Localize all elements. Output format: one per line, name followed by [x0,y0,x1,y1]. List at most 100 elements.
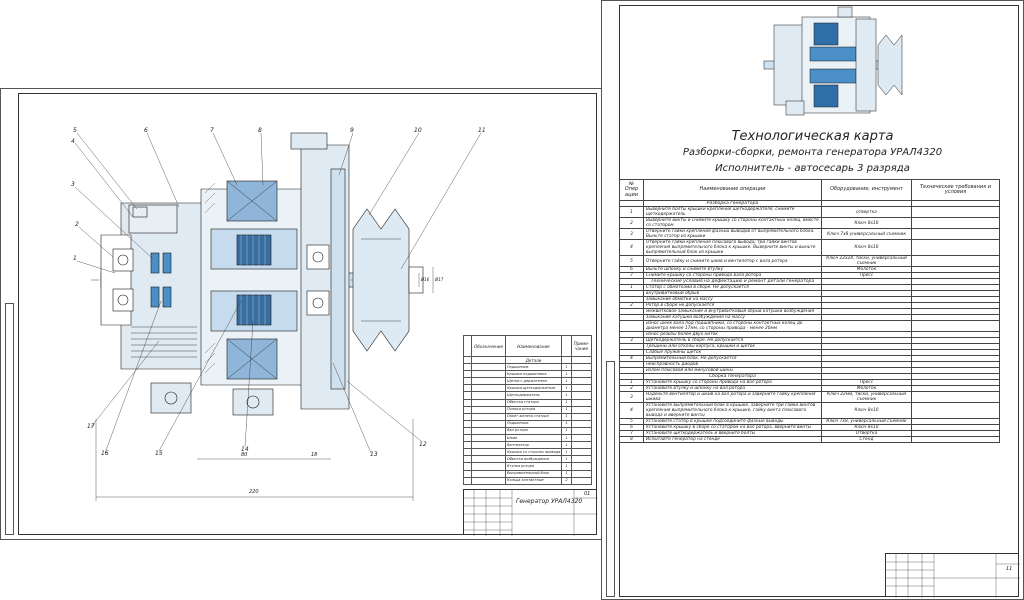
spec-item-name: Подшипник [505,419,562,428]
spec-pos [463,391,472,400]
dimension-label: Ø17 [435,277,444,282]
col-head-number: № Опер ации [619,179,644,201]
drawing-title-block: Генератор УРАЛ4320 01 [463,489,598,536]
spec-note [571,462,592,471]
spec-designation [471,441,506,450]
tech-card-sheet-number: 11 [1006,566,1013,572]
equipment-text: отвертка [821,206,912,218]
drawing-sheet-number: 01 [584,491,591,497]
spec-pos [463,377,472,386]
spec-note [571,391,592,400]
requirements-cell [911,320,1000,332]
spec-qty: 1 [561,455,572,464]
spec-pos [463,469,472,478]
spec-pos [463,426,472,436]
spec-note [571,412,592,421]
spec-qty: 1 [561,426,572,436]
tech-card-title: Технологическая карта [731,129,894,144]
dimension-label: 18 [311,452,318,458]
spec-designation [471,384,506,393]
spec-designation [471,363,506,372]
drawing-frame [18,93,597,535]
operations-table: № Опер ации Наименование операции Оборуд… [619,179,1000,443]
equipment-text: Ключ 22х24, тиски, универсальный съемник [821,255,912,267]
spec-note [571,426,592,436]
spec-note [571,377,592,386]
requirements-cell [911,255,1000,267]
spec-qty: 1 [561,469,572,478]
operation-text: Выверните болты крышки крепления щеткоде… [643,206,822,218]
spec-head-pos [463,335,472,357]
spec-qty: 1 [561,441,572,450]
spec-head-name: Наименование [505,335,562,357]
spec-designation [471,391,506,400]
spec-pos [463,448,472,457]
spec-note [571,469,592,478]
spec-item-name: Кольца контактные [505,476,562,485]
spec-item-name: Полюса ротора [505,405,562,414]
specification-table: Обозначение Наименование Приме-чание Дет… [463,335,592,485]
row-number: 1 [619,206,644,218]
callout-label: 15 [155,450,163,457]
callout-label: 14 [241,446,249,453]
title-block-grid [464,490,598,536]
spec-item-name: Обмотка возбуждения [505,455,562,464]
spec-section: Детали [505,355,562,365]
spec-note [571,476,592,485]
operation-text: Отверните гайки крепления фазных выводов… [643,228,822,240]
operation-text: Отверните гайки крепления плюсового выво… [643,239,822,256]
spec-designation [471,426,506,436]
callout-label: 2 [75,221,79,228]
spec-note [571,405,592,414]
spec-item-name: Втулка ротора [505,462,562,471]
spec-pos [463,455,472,464]
spec-item-name: Вал ротора [505,426,562,436]
operation-text: Установите крышку в сборе со статором на… [643,424,822,431]
spec-designation [471,476,506,485]
spec-pos [463,384,472,393]
spec-note [571,455,592,464]
dimension-label: Ø16 [421,277,430,282]
equipment-text: Стенд [821,436,912,443]
spec-pos [463,462,472,471]
spec-note [571,434,592,443]
callout-label: 5 [73,127,77,134]
section-title: Технические условия на дефектацию и ремо… [643,278,822,285]
col-head-operation: Наименование операции [643,179,822,201]
spec-qty: 1 [561,398,572,407]
row-number [619,320,644,332]
col-head-requirements: Технические требования и условия [911,179,1000,201]
spec-pos [463,476,472,485]
callout-label: 16 [101,450,109,457]
spec-item-name: Крышка щеткодержателя [505,384,562,393]
equipment-text: Ключ 8х10 [821,402,912,419]
callout-label: 10 [414,127,422,134]
dimension-label: 80 [241,452,248,458]
spec-note [571,363,592,372]
row-number: 5 [619,255,644,267]
spec-item-name: Выпрямительный блок [505,469,562,478]
callout-label: 4 [71,138,75,145]
spec-pos [463,405,472,414]
requirements-cell [911,217,1000,229]
spec-pos [463,363,472,372]
row-number: 3 [619,228,644,240]
row-number: 4 [619,402,644,419]
spec-note [571,398,592,407]
callout-label: 9 [350,127,354,134]
equipment-text [821,320,912,332]
equipment-text: Ключ 7х8 универсальный съемник [821,228,912,240]
